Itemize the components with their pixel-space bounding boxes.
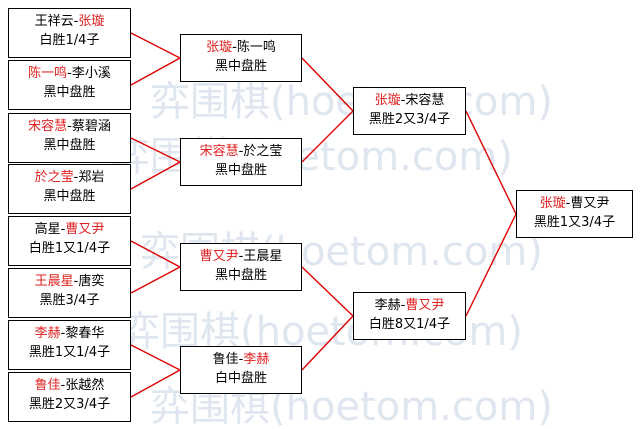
match-players: 王晨星-唐奕 [34,274,105,289]
match-r2-2: 宋容慧-於之莹 黑中盘胜 [180,138,302,186]
match-final: 张璇-曹又尹 黑胜1又3/4子 [516,190,633,238]
player-white: 张璇 [78,14,105,29]
player-black: 张璇 [374,93,401,108]
match-players: 张璇-陈一鸣 [206,40,276,55]
match-players: 曹又尹-王晨星 [199,249,283,264]
player-white: 陈一鸣 [236,40,276,55]
match-players: 鲁佳-李赫 [212,352,270,367]
player-black: 鲁佳 [34,378,61,393]
connector-r1-b [130,137,182,190]
connector-r1-c [130,240,182,294]
match-result: 黑胜3/4子 [39,293,100,308]
match-result: 黑胜1又3/4子 [533,215,616,230]
player-white: 张越然 [65,378,105,393]
match-r1-4: 於之莹-郑岩 黑中盘胜 [8,164,131,214]
match-players: 陈一鸣-李小溪 [28,66,111,81]
match-semi-2: 李赫-曹又尹 白胜8又1/4子 [353,292,466,340]
match-r1-6: 王晨星-唐奕 黑胜3/4子 [8,268,131,318]
player-black: 张璇 [539,196,566,211]
player-white: 李赫 [243,352,270,367]
player-black: 王晨星 [34,274,74,289]
player-white: 黎春华 [65,326,105,341]
player-black: 陈一鸣 [28,66,68,81]
match-players: 鲁佳-张越然 [34,378,105,393]
match-result: 黑中盘胜 [43,189,96,204]
match-r1-7: 李赫-黎春华 黑胜1又1/4子 [8,320,131,370]
match-result: 黑中盘胜 [43,138,96,153]
match-r1-2: 陈一鸣-李小溪 黑中盘胜 [8,60,131,110]
player-black: 高星 [34,222,61,237]
match-players: 王祥云-张璇 [34,14,105,29]
match-players: 张璇-宋容慧 [374,93,445,108]
player-white: 曹又尹 [65,222,105,237]
match-players: 於之莹-郑岩 [34,170,105,185]
match-result: 白胜1又1/4子 [28,241,111,256]
match-players: 宋容慧-蔡碧涵 [28,119,111,134]
player-white: 宋容慧 [405,93,445,108]
match-result: 黑中盘胜 [214,59,267,74]
match-result: 黑中盘胜 [214,268,267,283]
player-white: 王晨星 [243,249,283,264]
match-players: 李赫-黎春华 [34,326,105,341]
match-players: 宋容慧-於之莹 [199,144,283,159]
match-result: 黑胜2又3/4子 [368,112,451,127]
match-result: 白胜1/4子 [39,33,100,48]
player-white: 唐奕 [78,274,105,289]
player-black: 李赫 [374,298,401,313]
player-white: 曹又尹 [405,298,445,313]
match-result: 黑中盘胜 [43,85,96,100]
match-result: 黑胜2又3/4子 [28,397,111,412]
player-black: 於之莹 [34,170,74,185]
match-players: 李赫-曹又尹 [374,298,445,313]
match-r2-4: 鲁佳-李赫 白中盘胜 [180,346,302,394]
player-black: 宋容慧 [199,144,239,159]
player-white: 李小溪 [71,66,111,81]
connector-semi [465,110,517,317]
connector-r2-b [301,266,354,371]
player-black: 曹又尹 [199,249,239,264]
player-white: 於之莹 [243,144,283,159]
player-white: 曹又尹 [570,196,610,211]
match-r2-1: 张璇-陈一鸣 黑中盘胜 [180,34,302,82]
player-black: 鲁佳 [212,352,239,367]
match-semi-1: 张璇-宋容慧 黑胜2又3/4子 [353,87,466,135]
connector-r1-a [130,32,182,86]
match-r1-5: 高星-曹又尹 白胜1又1/4子 [8,216,131,266]
match-result: 白中盘胜 [214,371,267,386]
player-black: 张璇 [206,40,233,55]
player-white: 郑岩 [78,170,105,185]
player-black: 宋容慧 [28,119,68,134]
player-black: 李赫 [34,326,61,341]
player-white: 蔡碧涵 [71,119,111,134]
match-players: 张璇-曹又尹 [539,196,610,211]
connector-r2-a [301,57,354,163]
connector-r1-d [130,344,182,398]
match-players: 高星-曹又尹 [34,222,105,237]
match-result: 白胜8又1/4子 [368,317,451,332]
match-r1-3: 宋容慧-蔡碧涵 黑中盘胜 [8,113,131,163]
match-r1-8: 鲁佳-张越然 黑胜2又3/4子 [8,372,131,422]
match-r2-3: 曹又尹-王晨星 黑中盘胜 [180,243,302,291]
match-result: 黑中盘胜 [214,163,267,178]
match-r1-1: 王祥云-张璇 白胜1/4子 [8,8,131,58]
match-result: 黑胜1又1/4子 [28,345,111,360]
player-black: 王祥云 [34,14,74,29]
